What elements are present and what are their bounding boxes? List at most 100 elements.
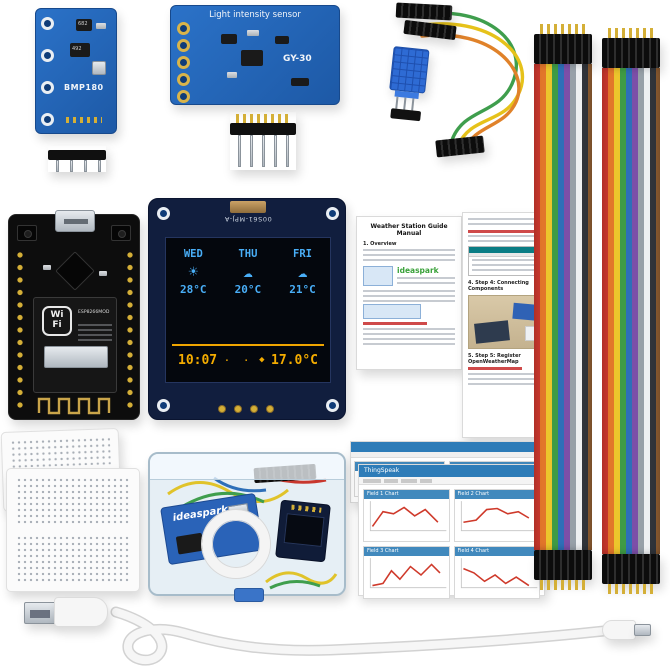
dupont-connector	[395, 2, 453, 21]
jumper-wire-orange	[420, 33, 521, 152]
chart-card-header: Field 1 Chart	[364, 490, 449, 499]
chart-card-header: Field 3 Chart	[364, 547, 449, 556]
smd-component	[275, 36, 289, 44]
pin-hole	[177, 22, 190, 35]
chart-axes	[369, 501, 447, 532]
connector-pins	[608, 28, 654, 38]
ic-chip: 682	[76, 19, 92, 31]
header-pin	[262, 135, 265, 167]
manual-media-row: ideaspark	[363, 266, 455, 288]
mounting-hole	[157, 399, 170, 412]
dupont-connector-row	[602, 554, 660, 584]
thingspeak-header: ThingSpeak	[359, 465, 544, 477]
ide-title-bar	[469, 247, 555, 253]
chart-card: Field 3 Chart	[363, 546, 450, 599]
thingspeak-nav	[359, 477, 544, 485]
dht11-pin	[411, 98, 415, 111]
jumper-wire-yellow	[416, 22, 525, 148]
wire-green	[269, 580, 321, 590]
ic-chip: 492	[70, 43, 90, 57]
pin-hole	[250, 405, 258, 413]
manual-text-block	[363, 328, 455, 347]
jumper-ribbon-bundle	[532, 24, 594, 590]
brand-logo: ideaspark	[397, 266, 439, 276]
breadboard-holes	[9, 436, 111, 468]
chart-axes	[460, 501, 537, 532]
jumper-ribbon-bundle	[600, 28, 662, 594]
micro-usb-port	[55, 210, 95, 232]
chart-grid: Field 1 Chart Field 2 Chart Field 3 Char…	[359, 485, 544, 603]
chip-marking: 492	[72, 46, 82, 52]
manual-screenshot	[363, 304, 421, 320]
manual-link-text	[363, 322, 428, 326]
micro-usb-plug-metal	[634, 624, 651, 636]
dupont-connector-row	[534, 550, 592, 580]
browser-header-bar	[351, 442, 543, 452]
pcb-antenna	[37, 397, 111, 415]
chart-line	[372, 563, 441, 587]
usb-slot	[64, 219, 88, 224]
mounting-hole	[326, 399, 339, 412]
mounting-hole	[326, 207, 339, 220]
cable-body	[112, 608, 608, 665]
diamond-icon: ◆	[259, 355, 265, 365]
dht11-body	[389, 46, 430, 94]
pin-header-4pin	[48, 146, 106, 172]
header-pin	[70, 160, 73, 172]
usb-serial-chip	[55, 251, 95, 291]
dupont-connector-row	[534, 34, 592, 64]
smd-component	[221, 34, 237, 44]
manual-page-1: Weather Station Guide Manual 1. Overview…	[356, 216, 462, 370]
boxed-oled-pins	[291, 504, 322, 513]
wifi-logo: Wi Fi	[42, 306, 72, 336]
weather-icon: ☀	[188, 262, 199, 281]
pin-header-5pin	[230, 112, 296, 170]
pin-hole	[218, 405, 226, 413]
mounting-hole	[41, 81, 54, 94]
clock-readout: 10:07	[178, 352, 218, 368]
ide-code-area	[472, 259, 552, 271]
smd-component	[247, 30, 259, 36]
header-pins-top	[236, 114, 290, 123]
pin-hole	[177, 73, 190, 86]
oled-pins	[218, 405, 282, 415]
wifi-logo-line1: Wi	[50, 310, 64, 320]
cable-outline	[110, 606, 610, 666]
nav-tab	[420, 478, 432, 483]
breadboard-holes	[16, 477, 130, 525]
gy30-module: Light intensity sensor GY-30	[170, 5, 340, 105]
smd-component	[99, 271, 107, 276]
smd-component	[227, 72, 237, 78]
chart-line	[371, 506, 439, 527]
module-label: BMP180	[64, 83, 104, 92]
coiled-usb-cable	[202, 510, 270, 578]
line-chart	[460, 501, 537, 532]
pin-row-left	[15, 249, 25, 409]
day-temp: 21°C	[289, 283, 316, 296]
dht11-pin	[395, 96, 399, 109]
usb-a-plug-metal	[24, 602, 56, 624]
rainbow-ribbon	[602, 68, 660, 554]
nav-tab	[363, 478, 381, 483]
dht11-pin	[403, 97, 407, 110]
oled-module: 00S61-MPJ-A WED ☀ 28°C THU ☁ 20°C FRI ☁ …	[148, 198, 346, 420]
mini-breadboard	[6, 468, 140, 592]
day-temp: 20°C	[234, 283, 262, 296]
manual-section-heading: 1. Overview	[363, 241, 397, 248]
chart-card: Field 2 Chart	[453, 489, 540, 542]
header-pin	[238, 135, 241, 167]
wire-yellow	[265, 571, 338, 585]
smd-component	[96, 23, 106, 29]
manual-title: Weather Station Guide Manual	[370, 223, 448, 238]
line-chart	[369, 501, 447, 532]
smd-component	[43, 265, 51, 270]
manual-link-text	[468, 367, 522, 370]
storage-box: ideaspark	[148, 452, 346, 602]
line-chart	[369, 558, 447, 589]
day-label: WED	[183, 248, 203, 260]
solder-pads	[66, 117, 102, 123]
usb-a-slot	[30, 610, 50, 618]
header-pin	[56, 160, 59, 172]
module-fine-print	[78, 324, 112, 342]
